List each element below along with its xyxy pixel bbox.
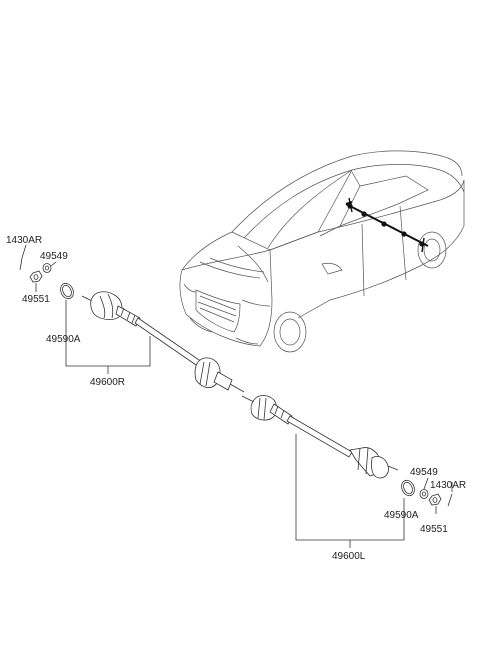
label-ring-left: 49590A xyxy=(46,334,81,345)
label-bolt-right: 1430AR xyxy=(430,480,466,491)
label-washer-right: 49549 xyxy=(410,467,438,478)
drive-shaft-rear-right xyxy=(81,291,245,393)
label-washer-left: 49549 xyxy=(40,251,68,262)
drivetrain-point xyxy=(381,221,387,227)
bolt-icon xyxy=(447,493,453,507)
drivetrain-point xyxy=(401,231,407,237)
car-illustration xyxy=(179,150,465,353)
label-shaft-left: 49600L xyxy=(332,551,366,562)
left-hardware xyxy=(19,257,74,330)
drivetrain-point xyxy=(361,211,367,217)
right-hardware xyxy=(401,477,453,514)
left-labels: 1430AR 49549 49551 49590A 49600R xyxy=(6,235,125,388)
label-bolt-left: 1430AR xyxy=(6,235,42,246)
label-shaft-right: 49600R xyxy=(90,377,125,388)
bolt-icon xyxy=(19,257,23,271)
label-ring-right: 49590A xyxy=(384,510,419,521)
label-nut-left: 49551 xyxy=(22,294,50,305)
drive-shaft-rear-left xyxy=(241,395,399,479)
right-labels: 49549 1430AR 49590A 49551 49600L xyxy=(332,467,466,562)
label-nut-right: 49551 xyxy=(420,524,448,535)
leader-lines xyxy=(21,244,453,548)
